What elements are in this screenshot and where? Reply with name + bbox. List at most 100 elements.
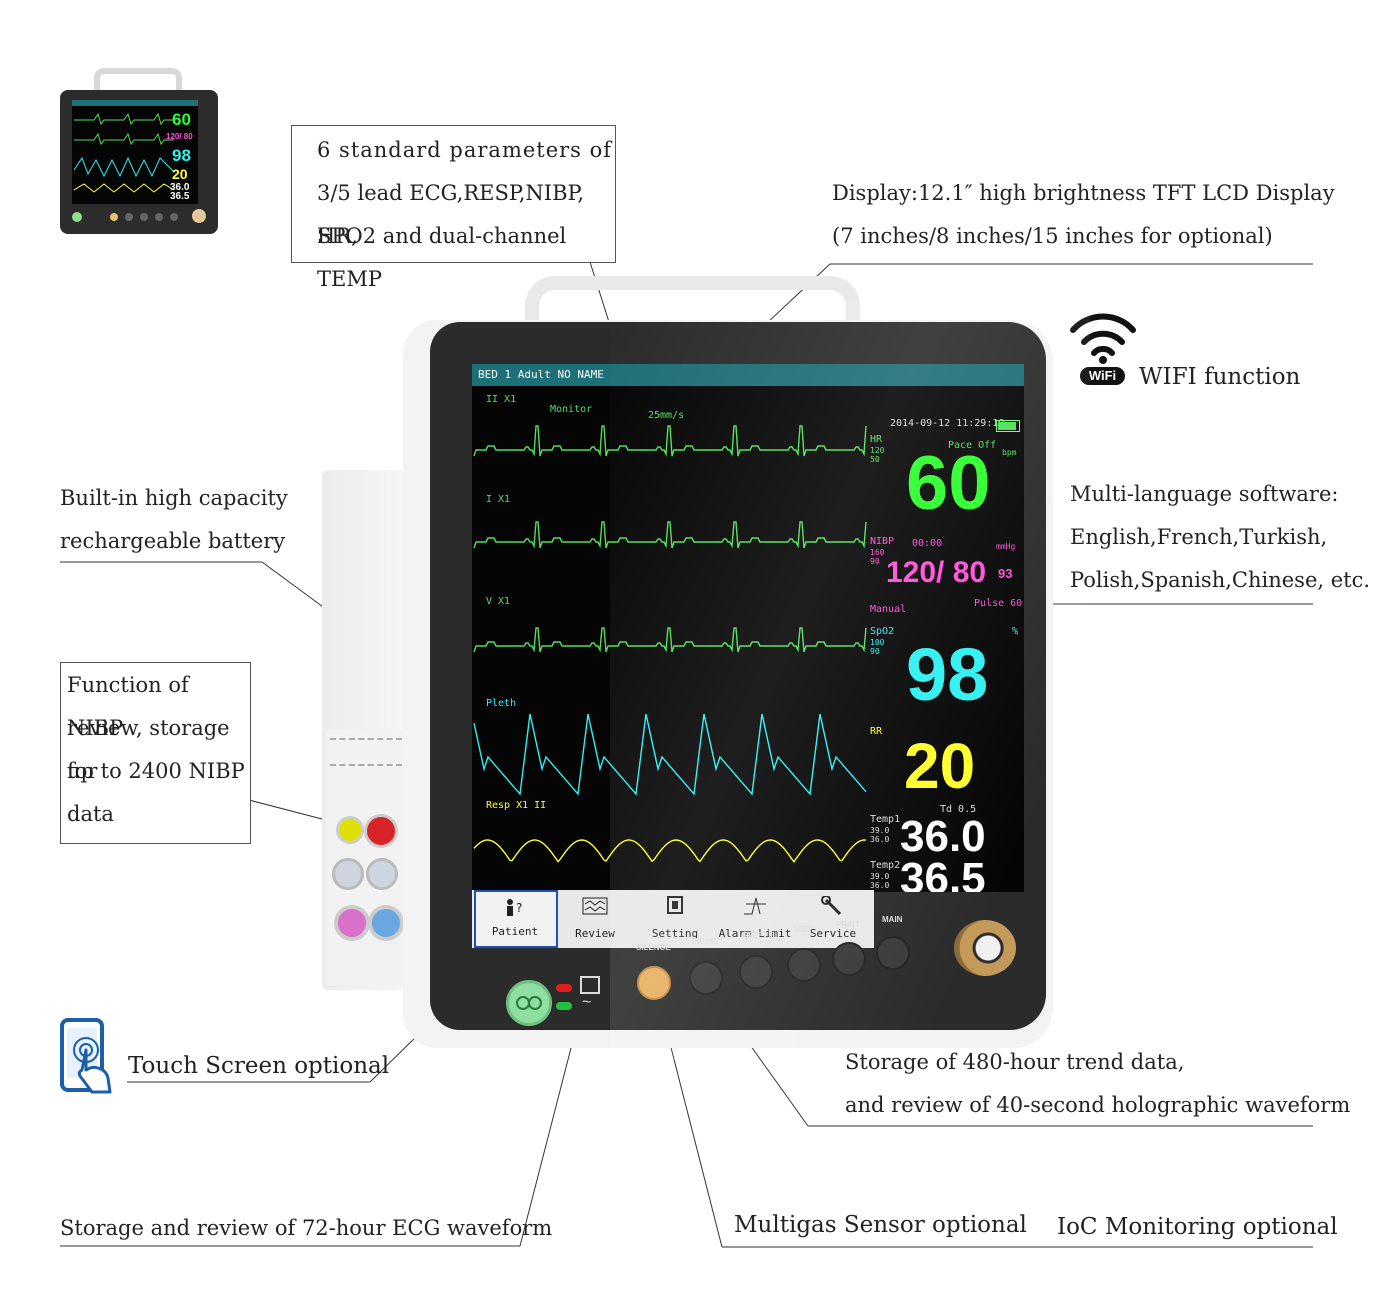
display-line-2: (7 inches/8 inches/15 inches for optiona… bbox=[832, 224, 1273, 248]
patient-icon: ? bbox=[507, 899, 522, 916]
battery-charge-icon bbox=[580, 976, 600, 994]
spo2-label: SpO2 bbox=[870, 626, 895, 637]
key-main-label: MAIN bbox=[882, 915, 903, 924]
screen-header-title: BED 1 Adult NO NAME bbox=[478, 368, 604, 381]
rotary-knob[interactable] bbox=[954, 920, 1016, 976]
thumbnail-spo2: 98 bbox=[172, 146, 191, 165]
nibp-line-1: Function of NIBP bbox=[67, 673, 189, 740]
nibp-unit: mmHg bbox=[996, 542, 1016, 551]
datetime: 2014-09-12 11:29:10 bbox=[890, 418, 1005, 429]
nibp-line-2: review, storage for bbox=[67, 716, 230, 783]
menu-review[interactable]: Review bbox=[556, 890, 634, 948]
language-line-1: Multi-language software: bbox=[1070, 482, 1339, 506]
nibp-mean: 93 bbox=[998, 566, 1013, 581]
key-silence[interactable] bbox=[637, 966, 671, 1000]
nibp-limit-low: 90 bbox=[870, 557, 880, 566]
spo2-value: 98 bbox=[906, 633, 989, 716]
key-print-label: PRINT bbox=[836, 920, 860, 929]
menu-patient[interactable]: ? Patient bbox=[474, 890, 558, 948]
thumbnail-hr: 60 bbox=[172, 110, 191, 129]
language-line-3: Polish,Spanish,Chinese, etc. bbox=[1070, 568, 1371, 592]
thumbnail-nibp: 120/ 80 bbox=[166, 132, 193, 141]
speed-label: 25mm/s bbox=[648, 410, 685, 421]
spo2-limit-high: 100 bbox=[870, 638, 885, 647]
menu-setting[interactable]: Setting bbox=[636, 890, 714, 948]
params-callout: 6 standard parameters of 3/5 lead ECG,RE… bbox=[291, 125, 616, 291]
thumbnail-monitor: 60 120/ 80 98 20 36.0 36.5 bbox=[60, 68, 218, 234]
display-line-1: Display:12.1″ high brightness TFT LCD Di… bbox=[832, 181, 1335, 205]
mode-label: Monitor bbox=[550, 404, 593, 415]
hr-limit-low: 50 bbox=[870, 455, 880, 464]
spo2-port bbox=[368, 905, 404, 941]
monitor-screen: BED 1 Adult NO NAME 2014-09-12 11:29:10 … bbox=[472, 364, 1024, 892]
touch-caption: Touch Screen optional bbox=[128, 1053, 390, 1079]
pleth-label: Pleth bbox=[486, 698, 517, 709]
key-freeze-label: FREEZE bbox=[742, 931, 774, 940]
temp2-value: 36.5 bbox=[900, 854, 986, 893]
key-main[interactable] bbox=[876, 936, 910, 970]
nibp-label: NIBP bbox=[870, 536, 895, 547]
ecg-caption: Storage and review of 72-hour ECG wavefo… bbox=[60, 1216, 553, 1240]
params-line-2: 3/5 lead ECG,RESP,NIBP, HR, bbox=[317, 181, 585, 248]
battery-line-2: rechargeable battery bbox=[60, 529, 286, 553]
menu-service[interactable]: Service bbox=[794, 890, 872, 948]
ac-power-icon: ~ bbox=[582, 994, 592, 1011]
lead-i-label: I X1 bbox=[486, 494, 511, 505]
setting-icon bbox=[667, 896, 683, 914]
temp1-label: Temp1 bbox=[870, 814, 901, 825]
nibp-time: 00:00 bbox=[912, 538, 943, 549]
battery-indicator bbox=[996, 420, 1020, 432]
nibp-line-4: data bbox=[67, 802, 114, 826]
alarm-led-red bbox=[556, 984, 572, 992]
key-nibp[interactable] bbox=[787, 948, 821, 982]
rr-label: RR bbox=[870, 726, 883, 737]
power-icon bbox=[516, 996, 542, 1010]
temp2-label: Temp2 bbox=[870, 860, 901, 871]
trend-line-2: and review of 40-second holographic wave… bbox=[845, 1093, 1351, 1117]
nibp-port bbox=[364, 814, 398, 848]
trend-line-1: Storage of 480-hour trend data, bbox=[845, 1050, 1185, 1074]
wifi-badge: WiFi bbox=[1080, 367, 1125, 385]
hr-unit: bpm bbox=[1002, 448, 1017, 457]
pulse-label: Pulse 60 bbox=[974, 598, 1023, 609]
wrench-icon bbox=[821, 896, 842, 916]
temp2-limit-low: 36.0 bbox=[870, 881, 890, 890]
temp1-value: 36.0 bbox=[900, 812, 986, 861]
resp-label: Resp X1 II bbox=[486, 800, 547, 811]
svg-text:?: ? bbox=[516, 901, 522, 915]
lead-ii-label: II X1 bbox=[486, 394, 517, 405]
power-led-green bbox=[556, 1002, 572, 1010]
temp1-limit-low: 36.0 bbox=[870, 835, 890, 844]
power-button[interactable] bbox=[506, 980, 552, 1026]
thumbnail-temp2: 36.5 bbox=[170, 191, 190, 202]
waveforms bbox=[473, 425, 867, 863]
pace-label: Pace Off bbox=[948, 440, 997, 451]
key-nibp-label: NIBP bbox=[793, 925, 813, 934]
thumbnail-temp1: 36.0 bbox=[170, 182, 190, 193]
temp1-limit-high: 39.0 bbox=[870, 826, 890, 835]
temp-port-3 bbox=[366, 858, 398, 890]
key-freeze[interactable] bbox=[739, 955, 773, 989]
params-line-1: 6 standard parameters of bbox=[317, 138, 613, 162]
temp2-limit-high: 39.0 bbox=[870, 872, 890, 881]
nibp-mode: Manual bbox=[870, 604, 907, 615]
touch-screen-icon bbox=[60, 1018, 112, 1094]
lead-v-label: V X1 bbox=[486, 596, 511, 607]
hr-label: HR bbox=[870, 434, 883, 445]
hr-value: 60 bbox=[906, 441, 991, 526]
screen-menu-bar: ? Patient Review Setting Alarm Limit Ser… bbox=[472, 890, 874, 948]
screen-header: BED 1 Adult NO NAME bbox=[472, 364, 1024, 386]
rr-value: 20 bbox=[904, 730, 976, 802]
temp-port-1 bbox=[336, 816, 364, 844]
wifi-icon bbox=[1070, 313, 1136, 364]
multigas-caption: Multigas Sensor optional bbox=[734, 1212, 1027, 1238]
key-pause[interactable] bbox=[689, 961, 723, 995]
spo2-unit: % bbox=[1012, 626, 1019, 637]
battery-line-1: Built-in high capacity bbox=[60, 486, 288, 510]
sensor-port-panel bbox=[326, 730, 406, 985]
spo2-limit-low: 90 bbox=[870, 647, 880, 656]
key-pause-label: PAUSE bbox=[692, 937, 719, 946]
ecg-port bbox=[334, 905, 370, 941]
menu-alarm-limit[interactable]: Alarm Limit bbox=[716, 890, 794, 948]
key-print[interactable] bbox=[832, 942, 866, 976]
